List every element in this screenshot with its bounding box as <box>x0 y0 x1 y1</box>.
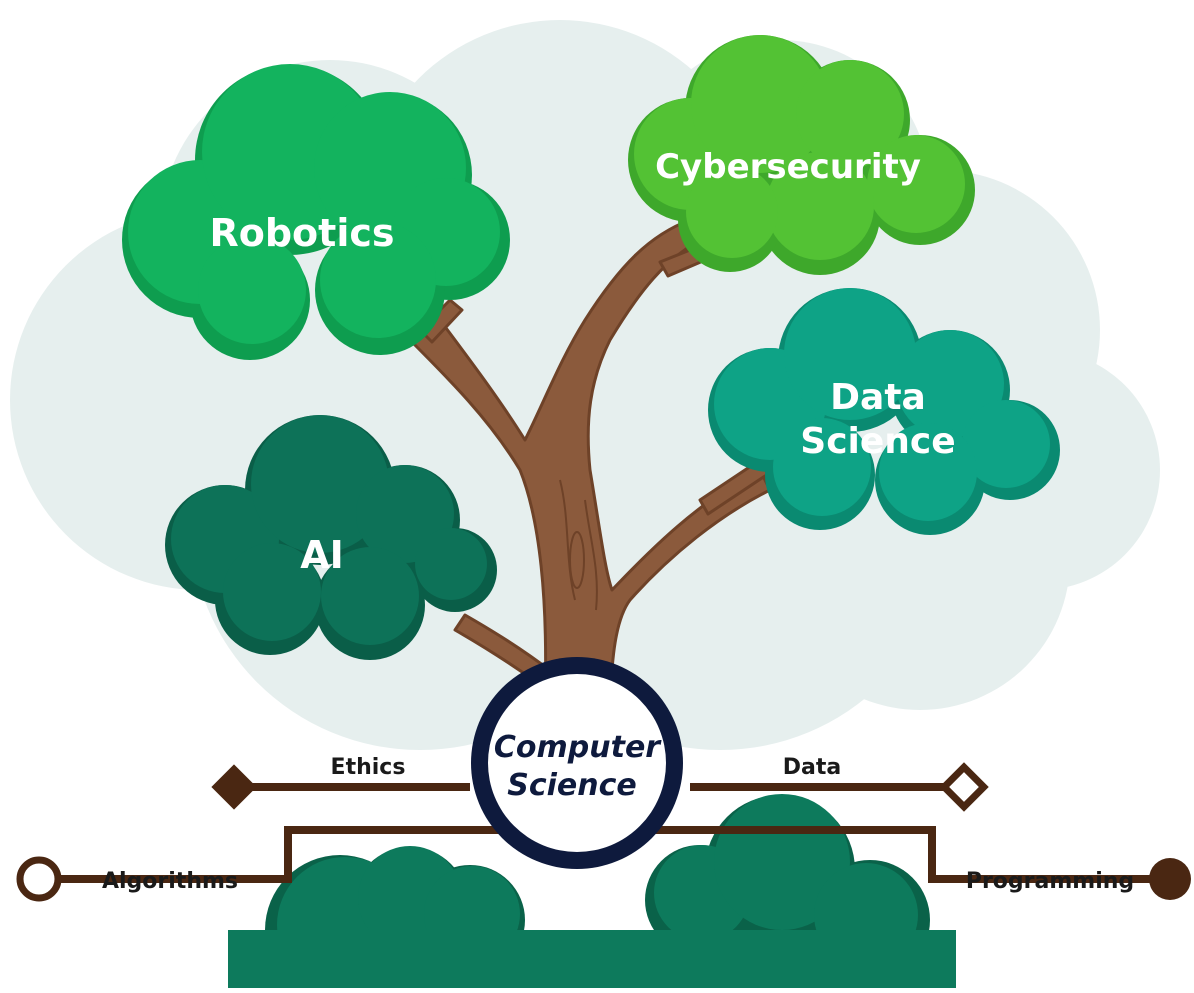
data-science-cloud: Data Science <box>708 288 1060 535</box>
data-label: Data <box>783 755 841 780</box>
programming-marker <box>1149 858 1191 900</box>
cybersecurity-label: Cybersecurity <box>655 147 921 187</box>
computer-science-node: Computer Science <box>471 657 683 869</box>
robotics-label: Robotics <box>209 211 394 255</box>
ethics-marker <box>211 764 257 810</box>
ai-cloud: AI <box>165 415 497 660</box>
data-marker <box>939 762 989 812</box>
algorithms-label: Algorithms <box>102 869 238 894</box>
ai-label: AI <box>300 533 344 577</box>
bark-texture <box>559 479 598 611</box>
data-science-label-line2: Science <box>800 421 955 462</box>
center-label-line1: Computer <box>494 730 662 765</box>
center-label-line2: Science <box>507 768 637 803</box>
programming-label: Programming <box>966 869 1134 894</box>
robotics-cloud: Robotics <box>122 64 510 360</box>
cybersecurity-cloud: Cybersecurity <box>628 35 975 275</box>
bush <box>228 794 956 993</box>
algorithms-marker <box>16 856 62 902</box>
ethics-label: Ethics <box>331 755 406 780</box>
data-science-label-line1: Data <box>830 377 926 418</box>
